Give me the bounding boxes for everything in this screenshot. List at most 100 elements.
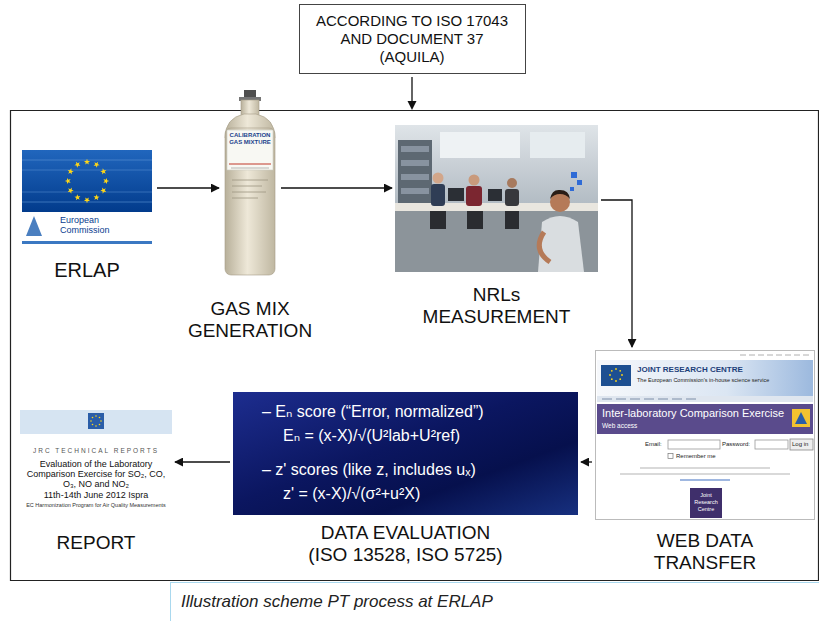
gas-cylinder-picture <box>225 90 275 275</box>
lab-photo <box>395 211 598 272</box>
report-program: EC Harmonization Program for Air Quality… <box>23 502 169 509</box>
eu-stars <box>93 160 101 168</box>
web-screenshot <box>601 365 631 386</box>
eu-stars <box>66 187 74 195</box>
web-screenshot <box>690 488 722 518</box>
field-label: Email: <box>645 440 662 449</box>
gas-cylinder-picture <box>232 186 262 187</box>
logo-text: European Commission <box>60 215 122 235</box>
lab-photo <box>488 189 502 201</box>
lab-photo <box>430 211 446 229</box>
lab-photo <box>401 188 429 194</box>
lab-photo <box>577 180 582 185</box>
web-screenshot <box>755 440 788 449</box>
web-screenshot <box>596 351 815 520</box>
cylinder-label: CALIBRATION GAS MIXTURE <box>226 132 274 146</box>
formula-line: z' = (x-X)/√(σ²+u²X) <box>283 484 578 504</box>
gas-cylinder-picture <box>232 192 266 193</box>
standards-arrow <box>411 77 412 102</box>
lab-photo <box>466 186 482 206</box>
eu-stars <box>84 197 90 203</box>
web-screenshot <box>668 454 673 459</box>
web-screenshot <box>611 378 613 380</box>
lab-photo <box>530 132 585 158</box>
gas-cylinder-picture <box>231 168 269 169</box>
web-screenshot <box>596 351 815 520</box>
lab-photo <box>440 132 520 158</box>
web-screenshot <box>615 380 617 382</box>
process-frame <box>11 111 819 581</box>
eu-stars <box>73 194 81 202</box>
page-title: Inter-laboratory Comparison Exercise <box>602 407 784 420</box>
commission-logo <box>22 150 152 212</box>
flow-arrow <box>157 187 219 188</box>
field-label: Password: <box>722 440 750 449</box>
flow-arrow <box>581 461 592 462</box>
lab-photo <box>571 172 577 178</box>
web-screenshot <box>621 374 623 376</box>
report-cover <box>95 425 97 427</box>
node-heading: DATA EVALUATION (ISO 13528, ISO 5725) <box>302 522 510 566</box>
lab-photo <box>401 160 429 166</box>
flow-arrow <box>175 461 230 462</box>
report-cover <box>20 410 172 434</box>
node-heading: GAS MIX GENERATION <box>180 298 320 342</box>
web-screenshot <box>609 374 611 376</box>
lab-photo <box>448 188 464 201</box>
report-cover <box>99 424 101 426</box>
button-label: Log in <box>792 440 808 449</box>
report-cover <box>20 410 172 434</box>
commission-logo <box>26 216 42 236</box>
lab-photo <box>505 211 519 229</box>
lab-photo <box>469 175 480 186</box>
node-heading: WEB DATA TRANSFER <box>630 530 780 574</box>
commission-logo <box>22 241 152 244</box>
commission-logo-node: European CommissionERLAP <box>20 150 154 246</box>
gas-cylinder-picture <box>232 180 268 181</box>
report-series: JRC TECHNICAL REPORTS <box>20 447 172 455</box>
web-screenshot <box>790 439 813 450</box>
web-screenshot <box>740 355 812 356</box>
report-cover <box>95 415 97 417</box>
web-screenshot <box>597 404 813 434</box>
standards-arrow <box>408 77 417 110</box>
eu-stars <box>93 194 101 202</box>
gas-cylinder-picture <box>227 130 273 170</box>
lab-photo <box>433 173 444 184</box>
eu-stars <box>65 159 109 203</box>
gas-cylinder: CALIBRATION GAS MIXTUREGAS MIX GENERATIO… <box>222 90 278 276</box>
eu-stars <box>66 167 74 175</box>
formula-line: – z' scores (like z, includes uₓ) <box>262 460 578 480</box>
commission-logo <box>22 150 152 244</box>
report-title: Evaluation of the Laboratory Comparison … <box>23 459 169 489</box>
eu-stars <box>84 159 90 165</box>
report-cover <box>92 417 94 419</box>
web-screenshot <box>668 440 720 449</box>
lab-photo <box>550 190 570 199</box>
web-screenshot <box>611 370 613 372</box>
report-cover <box>99 417 101 419</box>
commission-logo <box>22 192 152 193</box>
lab-photo <box>401 146 429 152</box>
formula-line: Eₙ = (x-X)/√(U²lab+U²ref) <box>283 426 578 446</box>
gas-cylinder-picture <box>229 163 271 164</box>
gas-cylinder-picture <box>241 100 259 115</box>
caption-box: Illustration scheme PT process at ERLAP <box>170 582 819 621</box>
caption-text: Illustration scheme PT process at ERLAP <box>181 592 809 612</box>
checkbox-label: Remember me <box>676 452 716 460</box>
standards-arrow <box>408 101 417 110</box>
process-frame <box>11 111 819 581</box>
commission-logo <box>22 170 152 171</box>
report-cover <box>100 420 102 422</box>
web-screenshot <box>795 412 807 424</box>
lab-photo <box>401 174 429 180</box>
formula-line: – Eₙ score (“Error, normalized”) <box>262 402 578 422</box>
box-text: ACCORDING TO ISO 17043 AND DOCUMENT 37 (… <box>310 12 515 66</box>
lab-photo-node: NRLs MEASUREMENT <box>395 125 598 272</box>
page-subtitle: Web access <box>602 422 637 430</box>
lab-photo <box>507 178 517 188</box>
site-subtitle: The European Commission's in-house scien… <box>637 377 769 384</box>
eu-stars <box>100 167 108 175</box>
report-cover <box>90 420 92 422</box>
